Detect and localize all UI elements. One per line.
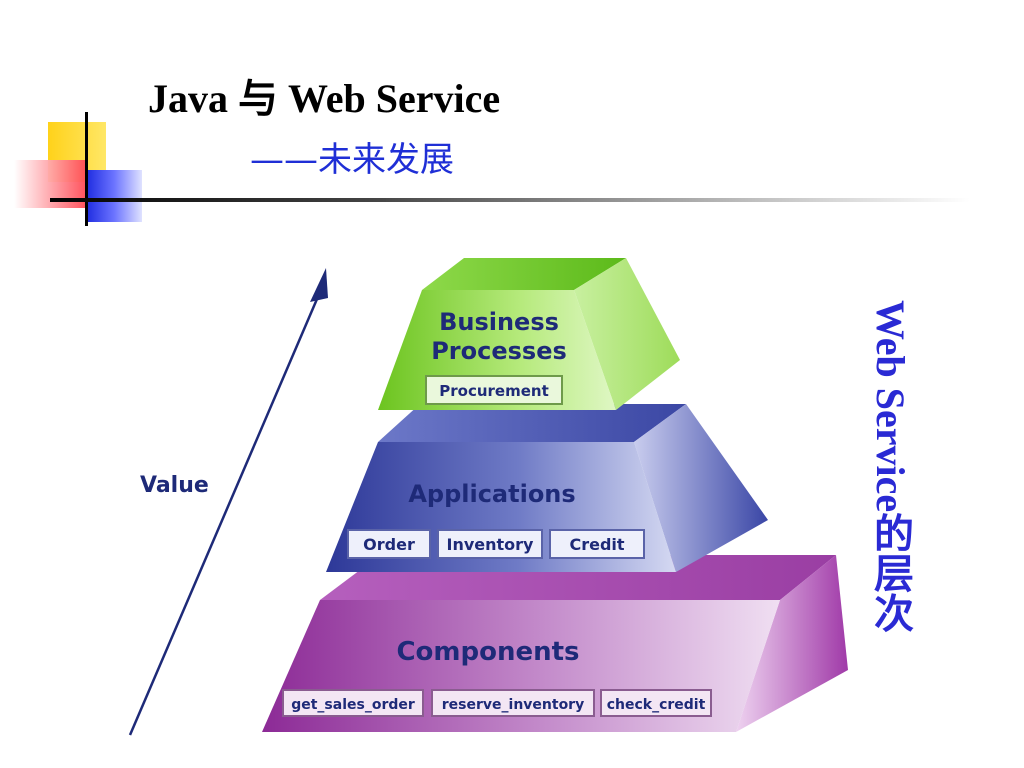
tier-applications-title: Applications xyxy=(408,480,575,508)
application-box-order xyxy=(347,529,431,559)
title-rule xyxy=(50,198,970,202)
process-label-procurement: Procurement xyxy=(439,382,549,400)
value-arrow-head xyxy=(310,268,328,302)
component-box-check-credit xyxy=(600,689,712,717)
component-box-reserve-inventory xyxy=(431,689,595,717)
application-label-inventory: Inventory xyxy=(447,535,535,554)
deco-vertical-line xyxy=(85,112,88,226)
tier-applications-top xyxy=(378,404,686,442)
application-label-order: Order xyxy=(363,535,415,554)
component-box-get-sales-order xyxy=(282,689,424,717)
tier-business-top xyxy=(422,258,626,290)
tier-business-processes: Business Processes Procurement xyxy=(378,258,680,410)
application-box-credit xyxy=(549,529,645,559)
tier-components-side xyxy=(736,555,848,732)
tier-applications-side xyxy=(634,404,768,572)
value-label: Value xyxy=(140,473,209,498)
tier-business-title-line1: Business xyxy=(439,308,559,336)
deco-blue-square xyxy=(86,170,142,222)
tier-applications: Applications Order Inventory Credit xyxy=(326,404,768,572)
component-label-get-sales-order: get_sales_order xyxy=(291,697,415,713)
component-label-check-credit: check_credit xyxy=(607,697,706,713)
tier-business-title-line2: Processes xyxy=(431,337,567,365)
slide-subtitle: ——未来发展 xyxy=(250,140,454,180)
side-label: Web Service的层次 xyxy=(868,300,913,633)
tier-components-title: Components xyxy=(396,637,579,667)
application-label-credit: Credit xyxy=(569,535,624,554)
component-label-reserve-inventory: reserve_inventory xyxy=(442,697,584,713)
tier-business-side xyxy=(574,258,680,410)
slide-title: Java 与 Web Service xyxy=(148,76,501,121)
process-box-procurement xyxy=(425,375,563,405)
application-box-inventory xyxy=(437,529,543,559)
tier-components: Components get_sales_order reserve_inven… xyxy=(262,555,848,732)
value-arrow-shaft xyxy=(128,291,322,736)
